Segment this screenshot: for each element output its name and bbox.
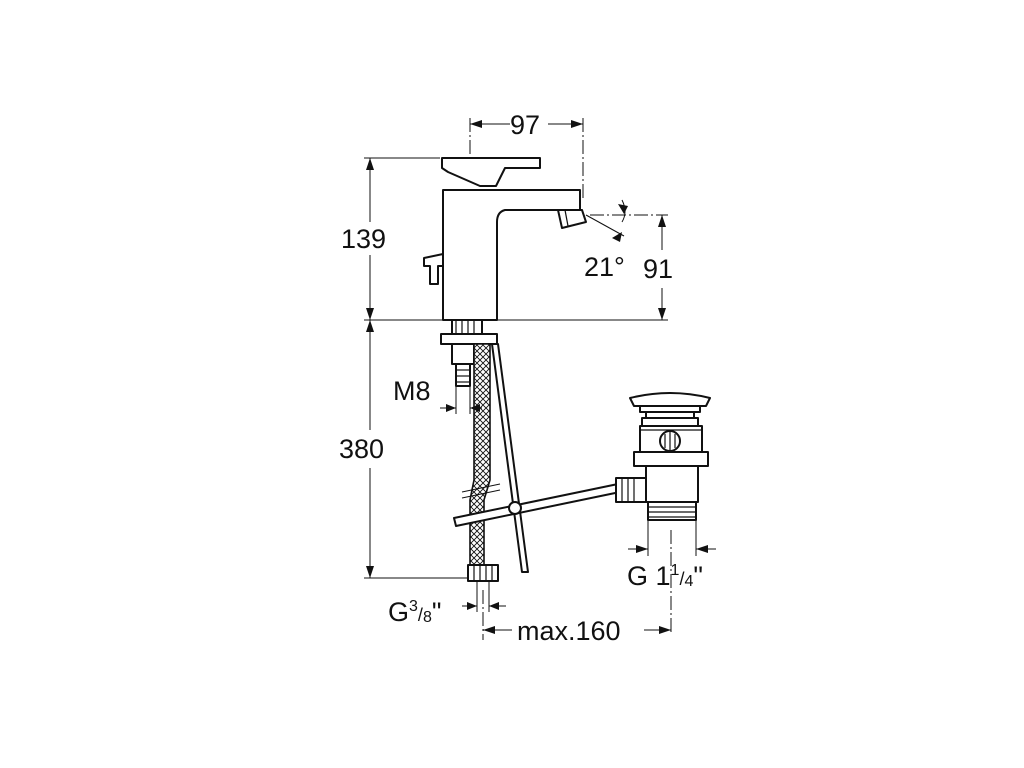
dim-spout-angle-label: 21°	[584, 252, 625, 282]
dim-max-offset-text: max.160	[517, 616, 621, 646]
dim-height-total-label: 380	[339, 434, 384, 464]
flexible-hose	[469, 343, 491, 566]
dim-spout-angle-text: 21°	[584, 252, 625, 282]
hose-end-nut	[467, 564, 499, 582]
popup-rod	[491, 343, 529, 573]
dim-width-top-label: 97	[510, 110, 540, 140]
dim-hose-thread-label: G3/8"	[388, 597, 442, 627]
dim-height-faucet-label: 139	[341, 224, 386, 254]
dim-thread-m8-text: M8	[393, 376, 431, 406]
hose-thread-base: G	[388, 597, 410, 627]
fixing-plate	[440, 333, 498, 345]
dim-height-total-text: 380	[339, 434, 385, 464]
dim-waste-thread-label: G 11/4"	[627, 561, 703, 591]
hose-thread-suffix: "	[431, 597, 442, 627]
m8-stud	[455, 363, 471, 387]
fixing-nut	[451, 343, 475, 365]
hose-thread-num: 3	[409, 598, 418, 615]
faucet-main-body	[442, 189, 581, 321]
clevis-screw	[508, 501, 522, 515]
dim-spout-height-text: 91	[643, 254, 674, 284]
center-lines	[469, 118, 672, 640]
dim-spout-height-label: 91	[643, 254, 673, 284]
popup-knob	[423, 253, 444, 285]
hose-thread-den: 8	[422, 609, 432, 626]
dim-thread-m8-label: M8	[393, 376, 431, 406]
waste-plug-cap	[629, 392, 711, 407]
spout-aerator	[557, 209, 587, 229]
waste-nut	[633, 451, 709, 467]
dim-height-faucet-text: 139	[341, 224, 387, 254]
mounting-assembly	[440, 319, 621, 582]
waste-thread-num: 1	[670, 562, 680, 579]
waste-thread-suffix: "	[693, 561, 703, 591]
lever-handle	[441, 157, 541, 187]
waste-thread-base: G 1	[627, 561, 671, 591]
faucet-body	[423, 157, 587, 321]
popup-waste	[615, 392, 711, 521]
waste-thread-den: 4	[684, 573, 694, 590]
dim-width-top-text: 97	[510, 110, 541, 140]
dimension-lines	[364, 120, 716, 634]
dim-max-offset-label: max.160	[517, 616, 621, 646]
waste-side-connection	[615, 477, 647, 503]
